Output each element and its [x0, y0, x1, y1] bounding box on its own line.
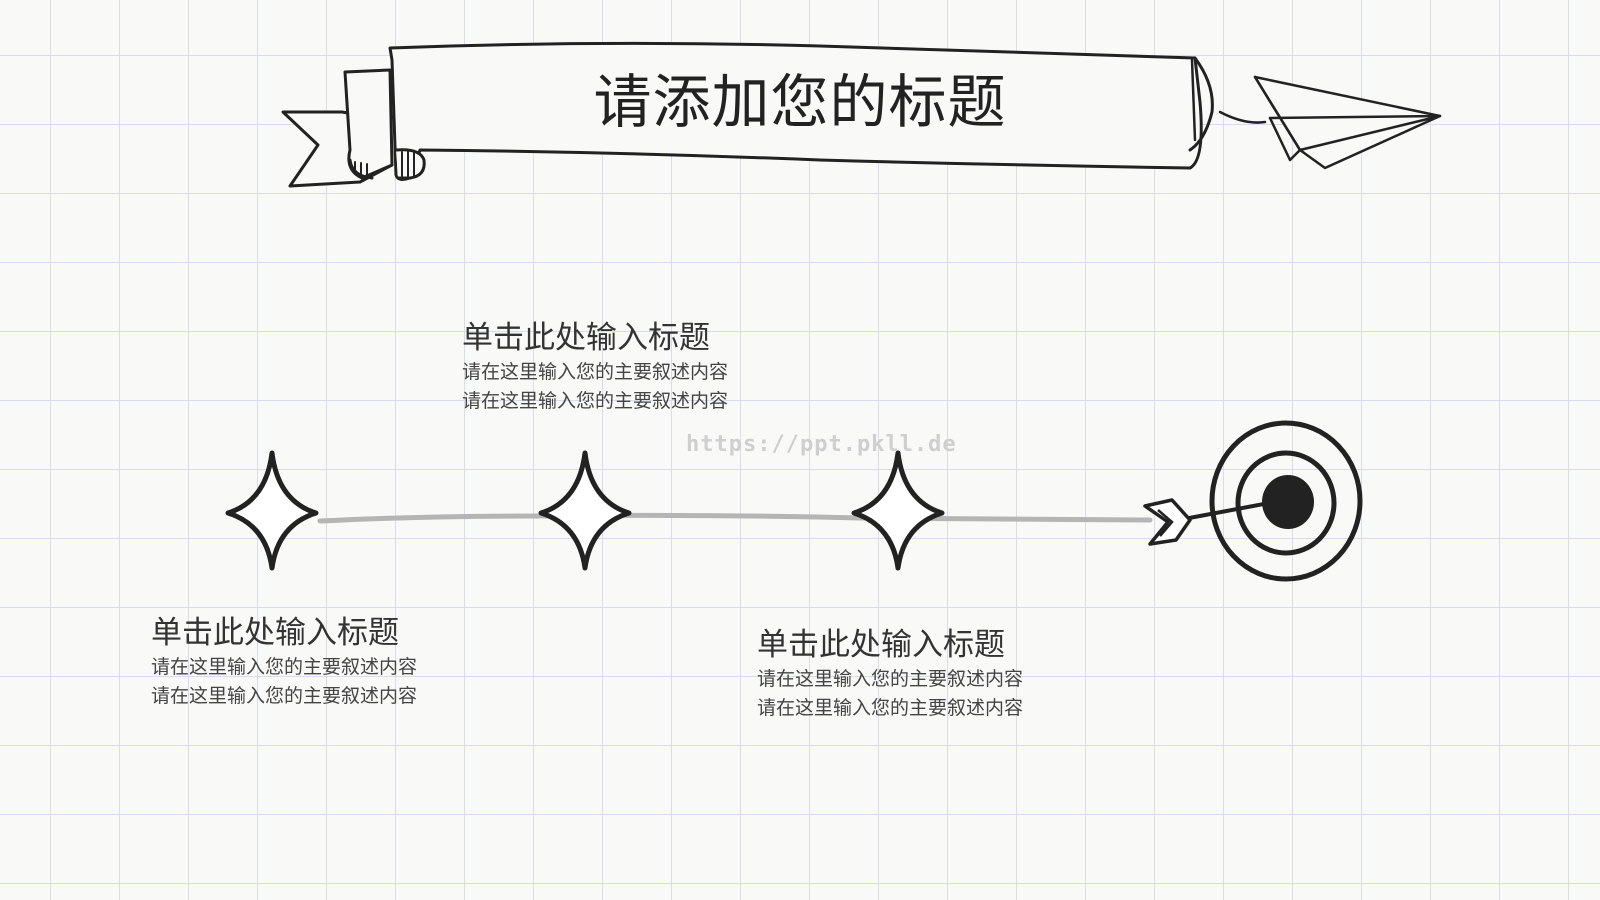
star-icon	[225, 450, 319, 571]
target-arrow-icon	[1143, 420, 1363, 582]
item-heading[interactable]: 单击此处输入标题	[462, 320, 710, 356]
timeline-item-right[interactable]: 单击此处输入标题 请在这里输入您的主要叙述内容 请在这里输入您的主要叙述内容	[757, 625, 1023, 723]
ribbon-banner-icon	[281, 41, 1214, 188]
item-description-line[interactable]: 请在这里输入您的主要叙述内容	[757, 697, 1024, 719]
item-description-line[interactable]: 请在这里输入您的主要叙述内容	[151, 656, 418, 678]
item-description-line[interactable]: 请在这里输入您的主要叙述内容	[462, 390, 729, 412]
timeline-item-top[interactable]: 单击此处输入标题 请在这里输入您的主要叙述内容 请在这里输入您的主要叙述内容	[462, 318, 728, 416]
timeline-item-left[interactable]: 单击此处输入标题 请在这里输入您的主要叙述内容 请在这里输入您的主要叙述内容	[151, 613, 417, 711]
item-description-line[interactable]: 请在这里输入您的主要叙述内容	[757, 668, 1024, 690]
item-heading[interactable]: 单击此处输入标题	[151, 615, 399, 651]
star-icon	[538, 450, 632, 571]
item-description-line[interactable]: 请在这里输入您的主要叙述内容	[151, 685, 418, 707]
page-title[interactable]: 请添加您的标题	[593, 68, 1007, 136]
item-heading[interactable]: 单击此处输入标题	[757, 627, 1005, 663]
item-description-line[interactable]: 请在这里输入您的主要叙述内容	[462, 361, 729, 383]
watermark-text: https://ppt.pkll.de	[686, 432, 957, 457]
star-icon	[851, 450, 945, 571]
timeline-line	[317, 512, 1153, 524]
paper-plane-icon	[1218, 75, 1442, 170]
